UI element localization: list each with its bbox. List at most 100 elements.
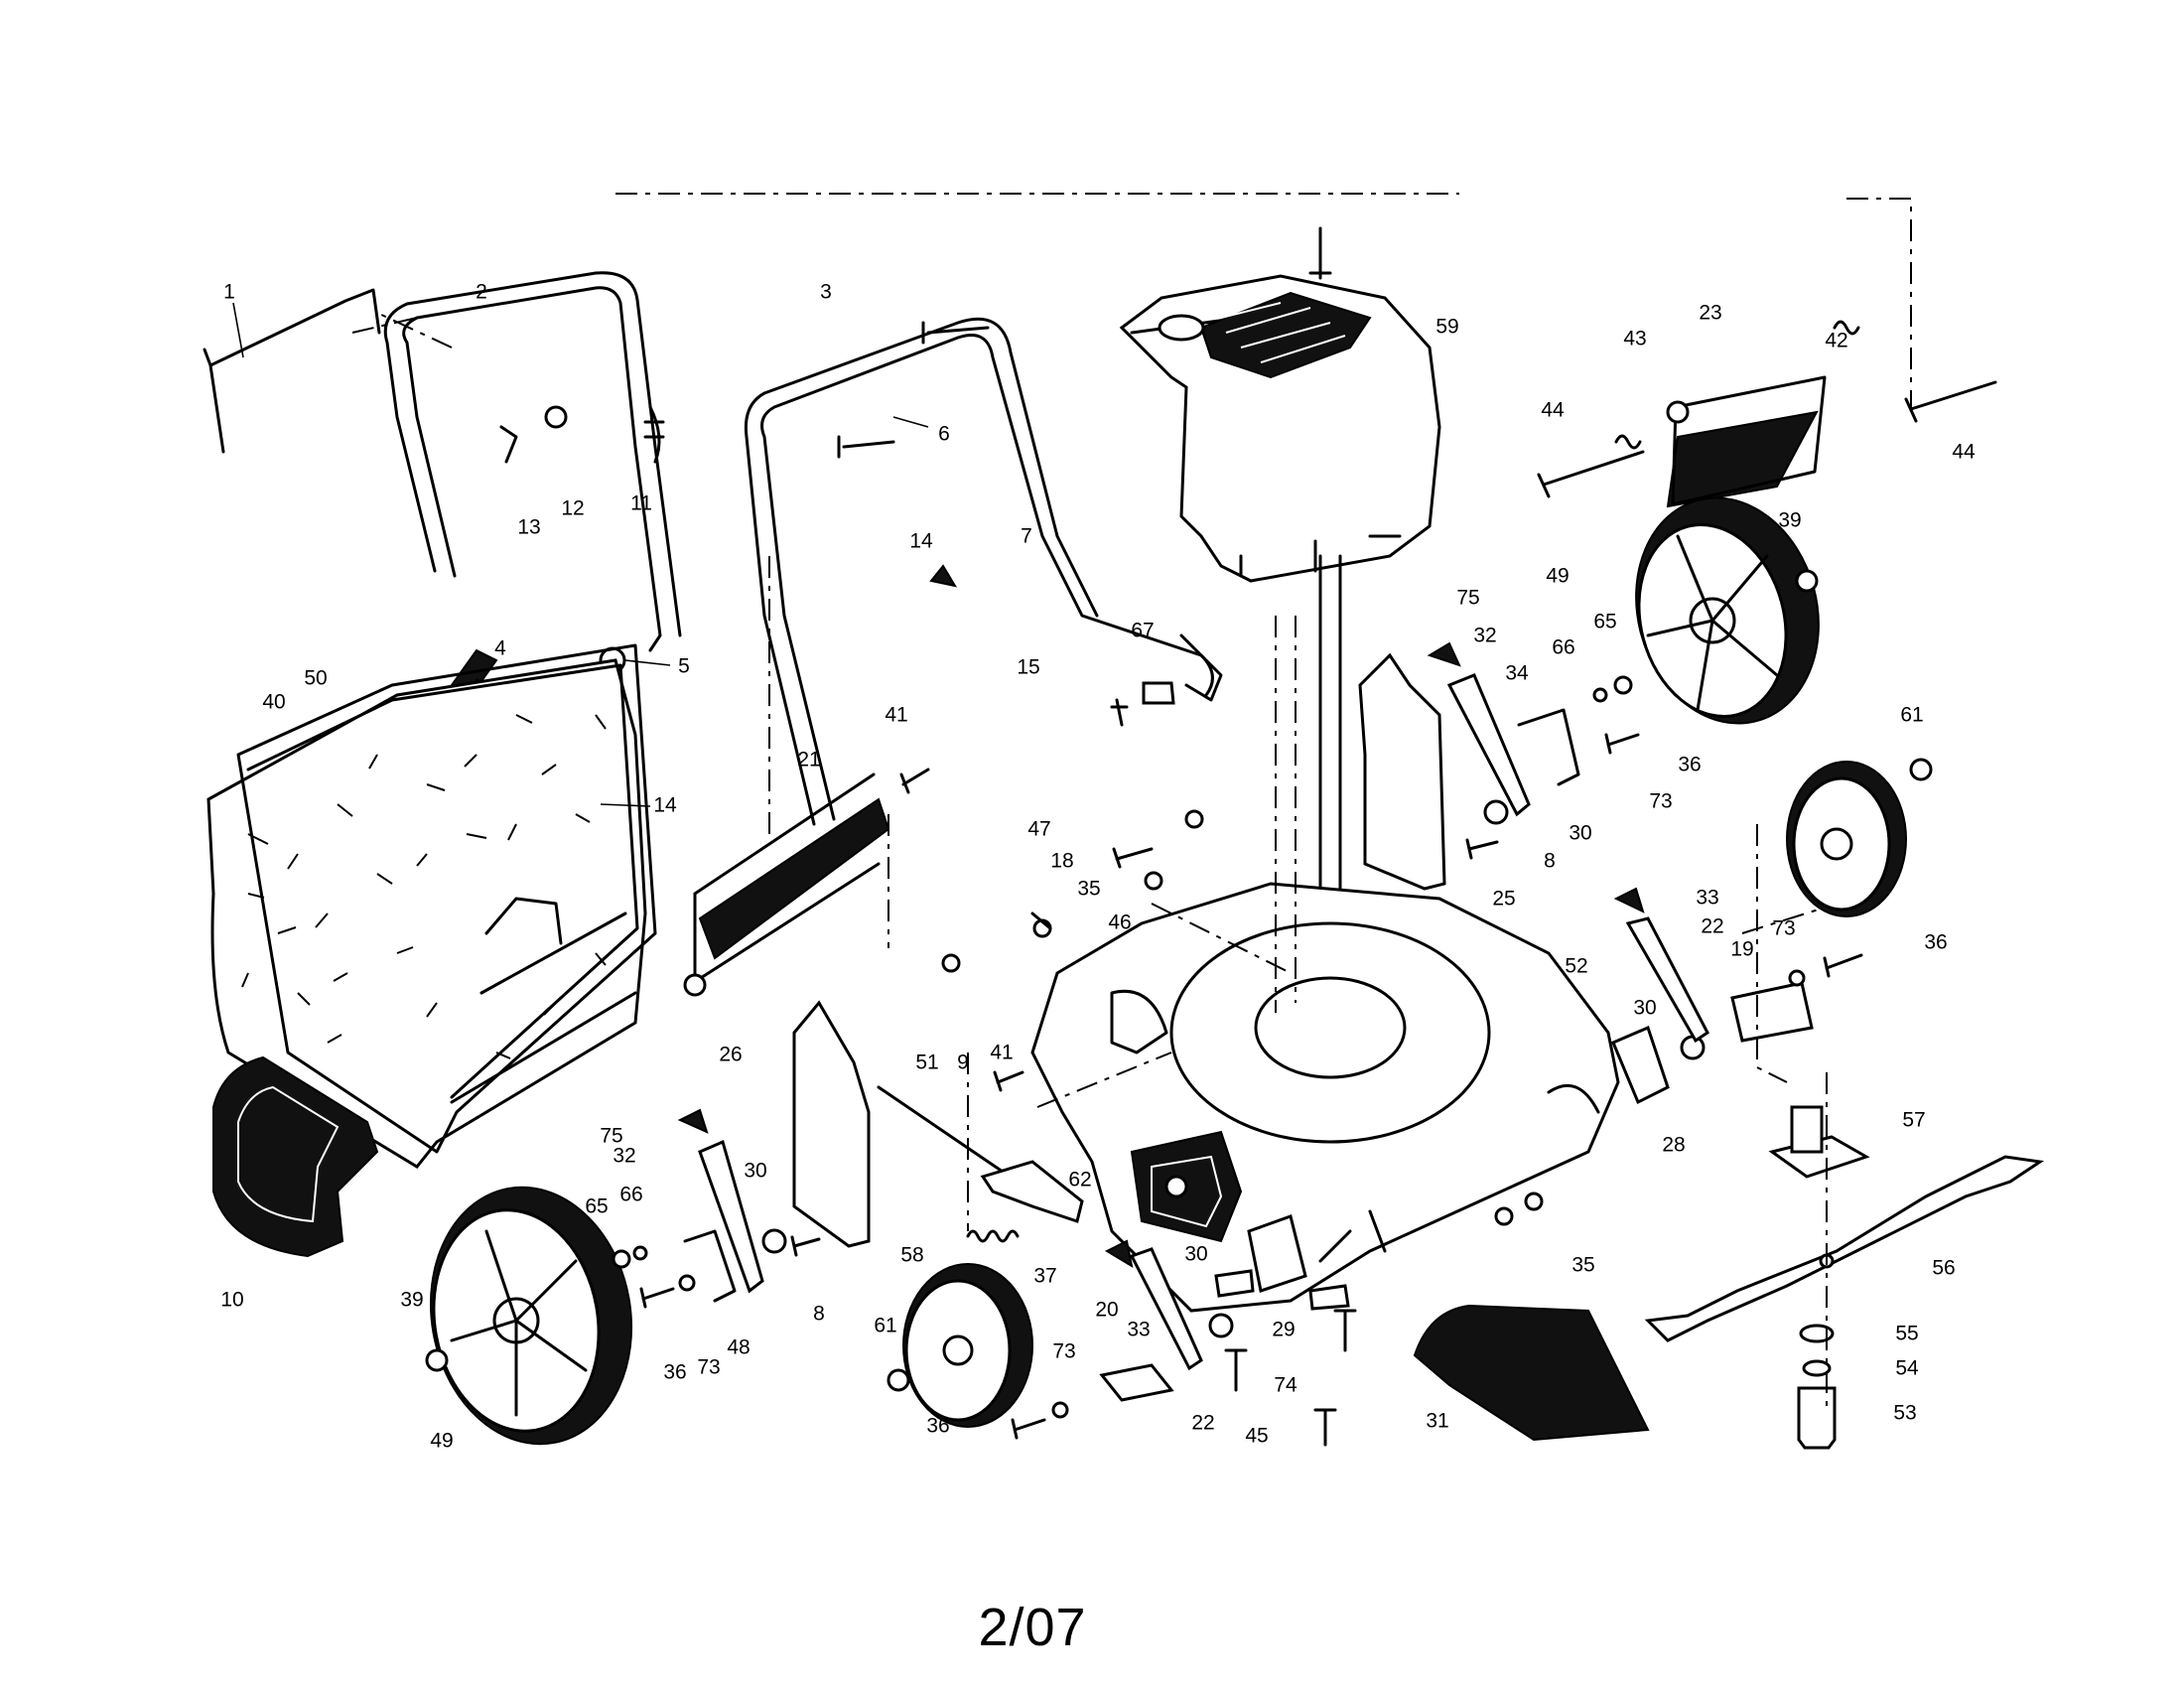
callout-65: 65 [585,1195,608,1218]
part-blade-adapter [1768,1105,1870,1179]
part-washer-65-left [612,1249,631,1269]
callout-36: 36 [663,1361,686,1384]
callout-21: 21 [797,749,820,772]
part-washer-30-left [761,1228,787,1254]
callout-50: 50 [304,667,327,690]
callout-18: 18 [1050,850,1073,873]
callout-75: 75 [1456,587,1479,610]
part-deck [1030,882,1620,1313]
callout-12: 12 [561,497,584,520]
part-knob-12 [544,405,568,429]
callout-66: 66 [1552,636,1574,659]
callout-36: 36 [1678,754,1701,776]
callout-39: 39 [1778,509,1801,532]
part-knob-75-left [677,1108,709,1134]
part-bolt-36-front-right [1823,953,1863,978]
part-nut-39-right [1795,569,1819,593]
part-rear-flap [683,772,890,997]
parts-artwork [203,193,2045,1450]
part-bolt-45a [1224,1348,1248,1392]
callout-65: 65 [1593,611,1616,633]
part-clip-14-upper [929,564,958,588]
part-knob-75-right [1427,641,1461,667]
part-engine [1119,226,1441,583]
part-bracket-74b [1308,1284,1350,1311]
part-washer-65-right [1613,675,1633,695]
callout-4: 4 [494,637,506,660]
callout-33: 33 [1127,1319,1150,1341]
callout-56: 56 [1932,1257,1955,1280]
part-bracket-28 [1611,1025,1670,1105]
part-bolt-41b [993,1070,1024,1092]
callout-15: 15 [1017,656,1039,679]
part-washer-73-front [1051,1401,1069,1419]
part-bracket-29 [1247,1214,1307,1293]
callout-73: 73 [697,1356,720,1379]
part-mulch-plug-inner [237,1085,340,1223]
callout-28: 28 [1662,1134,1685,1157]
part-cable-guide [643,405,665,464]
callout-73: 73 [1052,1340,1075,1363]
part-bolt-47c [1030,912,1052,930]
callout-22: 22 [1191,1412,1214,1435]
part-lever-right-32 [1446,673,1531,817]
callout-53: 53 [1893,1402,1916,1425]
callout-47: 47 [1027,818,1050,841]
part-spring-42 [1833,320,1860,336]
part-height-adjuster-left [792,1000,871,1248]
part-spring-43 [1614,434,1642,450]
callout-42: 42 [1825,330,1847,352]
callout-62: 62 [1068,1169,1091,1192]
callout-7: 7 [1021,525,1032,548]
callout-8: 8 [813,1303,825,1326]
part-clip-13 [499,425,518,464]
part-discharge-chute [1413,1304,1650,1442]
callout-44: 44 [1952,441,1976,464]
part-lower-handle [744,317,1223,826]
part-bracket-19 [1730,981,1814,1043]
part-axle-51 [877,1085,1005,1174]
callout-37: 37 [1033,1265,1056,1288]
callout-45: 45 [1245,1425,1268,1448]
part-rod-44a [1537,450,1645,498]
part-bolt-36-right [1604,733,1640,755]
part-rear-door [1666,375,1827,508]
page-label: 2/07 [978,1598,1087,1657]
callout-49: 49 [1546,565,1569,588]
part-washer-66-left [632,1245,648,1261]
part-washer-66-right [1592,687,1608,703]
part-lever-22-right [1625,916,1709,1044]
part-washer-30-front [1208,1313,1234,1338]
part-bolt-6a [837,435,895,459]
callout-30: 30 [1569,822,1591,845]
callout-73: 73 [1649,790,1672,813]
callout-67: 67 [1131,620,1154,642]
part-lever-left-32 [698,1139,764,1294]
callout-48: 48 [727,1336,750,1359]
part-front-wheel-left [902,1263,1033,1428]
part-bolt-45c [1313,1408,1337,1447]
callout-55: 55 [1895,1323,1918,1345]
callout-39: 39 [400,1289,423,1312]
part-nut-39-left [425,1348,449,1372]
part-washer-73-right [1788,969,1806,987]
part-bolt-36-left [639,1287,675,1309]
part-bolt-36-front [1011,1418,1046,1440]
part-washer-55 [1799,1324,1835,1343]
callout-35: 35 [1571,1254,1594,1277]
part-washer-54 [1802,1359,1832,1377]
callout-41: 41 [885,704,907,727]
callout-31: 31 [1426,1410,1448,1433]
part-washer-30-front-right [1680,1035,1706,1060]
callout-52: 52 [1565,955,1587,978]
callout-30: 30 [1633,997,1656,1020]
callout-25: 25 [1492,888,1515,911]
callout-labels: 1 2 3 4 5 6 7 8 8 9 10 11 12 13 14 14 15… [220,281,1976,1453]
part-nut-61-right [1909,758,1933,781]
callout-36: 36 [926,1415,949,1438]
part-knob-33-right [1613,887,1645,913]
callout-2: 2 [476,281,487,304]
callout-11: 11 [630,492,652,515]
callout-61: 61 [1900,704,1923,727]
part-bolt-45b [1333,1309,1357,1352]
